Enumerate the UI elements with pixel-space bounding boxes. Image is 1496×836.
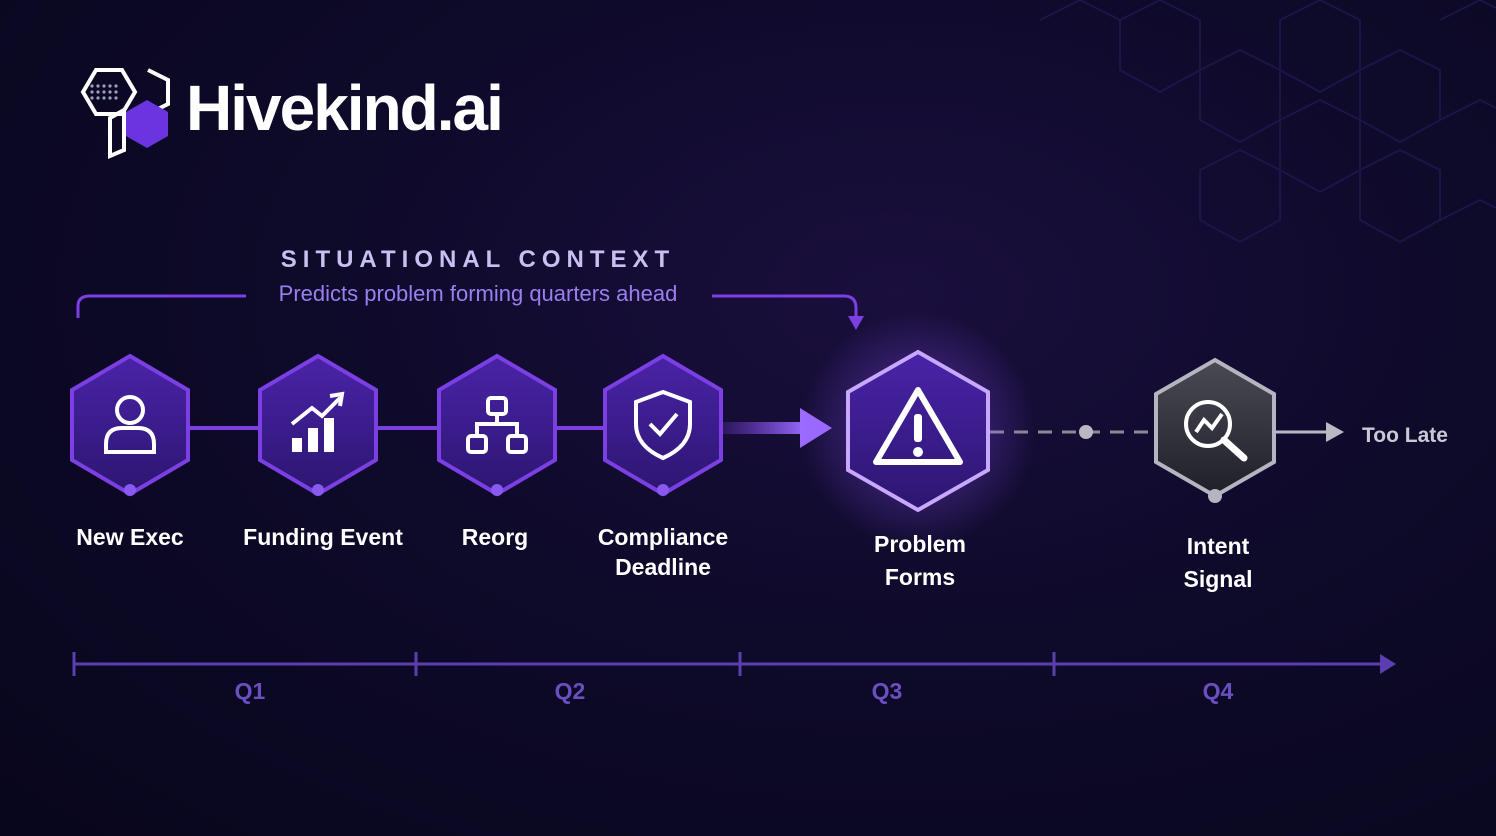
node-label-new-exec: New Exec: [76, 524, 184, 550]
quarter-label-q1: Q1: [234, 678, 266, 704]
quarter-label-q2: Q2: [554, 678, 586, 704]
shield-check-icon: [634, 389, 692, 461]
end-arrow: [1274, 422, 1344, 442]
quarter-label-q3: Q3: [871, 678, 903, 704]
node-intent-signal: [1154, 357, 1276, 503]
warning-icon: [873, 387, 963, 465]
end-label: Too Late: [1362, 424, 1448, 447]
timeline-arrowhead: [1380, 654, 1396, 674]
magnify-trend-icon: [1184, 400, 1248, 462]
brand-name: Hivekind.ai: [186, 72, 504, 144]
context-bracket: [76, 294, 858, 318]
node-problem-forms: [800, 312, 1036, 548]
node-label-intent-signal: Intent Signal: [1183, 533, 1253, 592]
context-title: SITUATIONAL CONTEXT: [280, 246, 676, 273]
timeline-axis: [72, 652, 1384, 676]
logo-mark: [80, 68, 170, 160]
node-label-compliance-deadline: Compliance Deadline: [597, 524, 729, 580]
quarter-label-q4: Q4: [1202, 678, 1234, 704]
org-chart-icon: [466, 396, 528, 454]
growth-chart-icon: [290, 391, 345, 452]
background-hex-pattern: [1039, 0, 1496, 244]
person-icon: [104, 395, 156, 454]
context-bracket-arrowhead: [848, 316, 864, 330]
node-funding-event: [258, 353, 378, 497]
node-label-funding-event: Funding Event: [243, 524, 403, 550]
node-label-reorg: Reorg: [461, 524, 529, 550]
node-label-problem-forms: Problem Forms: [873, 531, 967, 590]
node-reorg: [437, 353, 557, 497]
node-compliance-deadline: [603, 353, 723, 497]
node-new-exec: [70, 353, 190, 497]
context-subtitle: Predicts problem forming quarters ahead: [278, 281, 678, 306]
